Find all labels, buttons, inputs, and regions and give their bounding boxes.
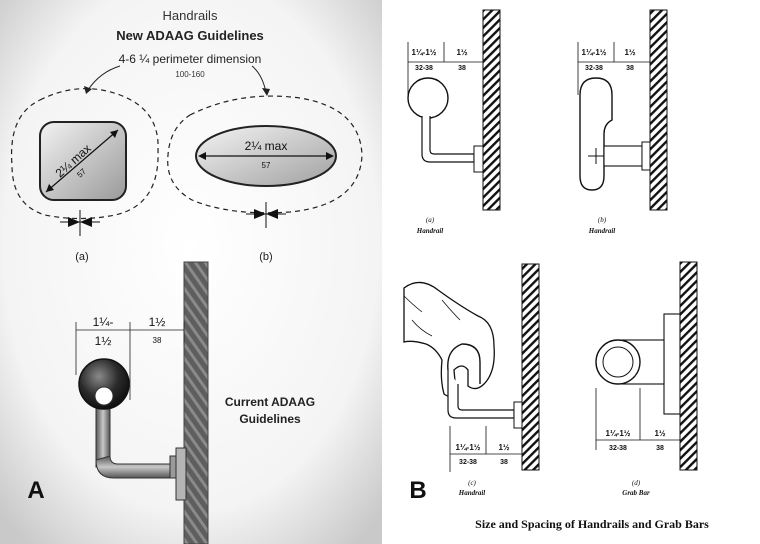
perimeter-metric: 100-160: [175, 70, 205, 79]
offset-label: 1½: [149, 315, 166, 329]
detail-d-name: Grab Bar: [622, 489, 650, 497]
clearance-top-label: 1¼-: [93, 315, 114, 329]
detail-a-rail: [407, 77, 449, 119]
perimeter-arrow-left: [87, 65, 121, 91]
marker-b: [246, 202, 286, 228]
detail-c-hand: [403, 281, 495, 398]
detail-b: 1¼-1½ 32-38 1½ 38 (b) Handrail: [577, 9, 668, 235]
oval-dim-metric: 57: [262, 161, 271, 170]
detail-a-wall: [482, 9, 501, 211]
detail-c: 1¼-1½ 32-38 1½ 38 (c) Handrail: [403, 263, 540, 497]
detail-b-name: Handrail: [588, 227, 616, 235]
panel-a-subtitle: New ADAAG Guidelines: [116, 28, 264, 43]
square-diagonal-line: [45, 129, 119, 193]
detail-c-range: 1¼-1½: [456, 443, 481, 452]
detail-c-range-metric: 32-38: [459, 459, 477, 466]
current-guidelines-line1: Current ADAAG: [225, 395, 315, 409]
offset-metric: 38: [153, 336, 162, 345]
panel-b: 1¼-1½ 32-38 1½ 38 (a) Handrail 1¼-1½ 32-…: [382, 0, 760, 544]
detail-c-letter: (c): [468, 479, 476, 487]
perimeter-label: 4-6 ¼ perimeter dimension: [119, 52, 262, 66]
panel-b-drawing: 1¼-1½ 32-38 1½ 38 (a) Handrail 1¼-1½ 32-…: [382, 0, 760, 544]
detail-b-bracket: [603, 145, 643, 167]
detail-a-offset-metric: 38: [458, 65, 466, 72]
square-diagonal-arrowhead-bottom: [46, 184, 54, 192]
detail-c-flange: [513, 401, 523, 429]
detail-a-flange: [473, 145, 484, 173]
detail-a-range: 1¼-1½: [412, 48, 437, 57]
detail-d-offset-metric: 38: [656, 445, 664, 452]
perimeter-arrowhead-right: [262, 88, 270, 96]
detail-d-wall: [679, 261, 698, 471]
detail-b-flange: [641, 141, 651, 171]
detail-d-range: 1¼-1½: [606, 429, 631, 438]
detail-b-offset: 1½: [624, 48, 635, 57]
detail-d-flange: [663, 313, 681, 415]
detail-a-letter: (a): [426, 216, 435, 224]
panel-a: Handrails New ADAAG Guidelines 4-6 ¼ per…: [0, 0, 382, 544]
panel-a-title: Handrails: [163, 8, 218, 23]
detail-b-offset-metric: 38: [626, 65, 634, 72]
marker-a: [60, 210, 100, 236]
clearance-bottom-label: 1½: [95, 334, 112, 348]
detail-c-offset: 1½: [498, 443, 509, 452]
detail-d-letter: (d): [632, 479, 641, 487]
panel-a-letter: A: [27, 477, 44, 504]
wall: [183, 261, 209, 544]
handrail-ball-socket: [94, 386, 114, 406]
detail-a-range-metric: 32-38: [415, 65, 433, 72]
detail-d: 1¼-1½ 32-38 1½ 38 (d) Grab Bar: [595, 261, 698, 497]
detail-c-name: Handrail: [458, 489, 486, 497]
detail-a-offset: 1½: [456, 48, 467, 57]
oval-dim-label: 2¼ max: [245, 139, 288, 153]
detail-c-rail: [447, 343, 481, 384]
detail-c-offset-metric: 38: [500, 459, 508, 466]
handrail-ball: [78, 358, 130, 410]
wall-flange: [175, 447, 187, 501]
detail-c-hand-creases: [403, 295, 461, 337]
panel-b-letter: B: [409, 477, 426, 504]
detail-b-range-metric: 32-38: [585, 65, 603, 72]
detail-c-wall: [521, 263, 540, 471]
detail-b-wall: [649, 9, 668, 211]
detail-b-range: 1¼-1½: [582, 48, 607, 57]
detail-d-range-metric: 32-38: [609, 445, 627, 452]
oval-arrowhead-right: [326, 152, 334, 160]
label-a: (a): [75, 251, 88, 263]
current-guidelines-line2: Guidelines: [239, 412, 301, 426]
detail-d-offset: 1½: [654, 429, 665, 438]
label-b: (b): [259, 251, 272, 263]
detail-d-bar-inner: [602, 346, 634, 378]
panel-a-drawing: Handrails New ADAAG Guidelines 4-6 ¼ per…: [0, 0, 382, 544]
detail-a-name: Handrail: [416, 227, 444, 235]
detail-b-letter: (b): [598, 216, 607, 224]
panel-b-caption: Size and Spacing of Handrails and Grab B…: [475, 517, 709, 531]
square-diagonal-arrowhead-top: [110, 130, 118, 138]
oval-arrowhead-left: [198, 152, 206, 160]
detail-a: 1¼-1½ 32-38 1½ 38 (a) Handrail: [407, 9, 501, 235]
perimeter-outline-a: [10, 88, 159, 220]
perimeter-outline-b: [167, 95, 363, 214]
